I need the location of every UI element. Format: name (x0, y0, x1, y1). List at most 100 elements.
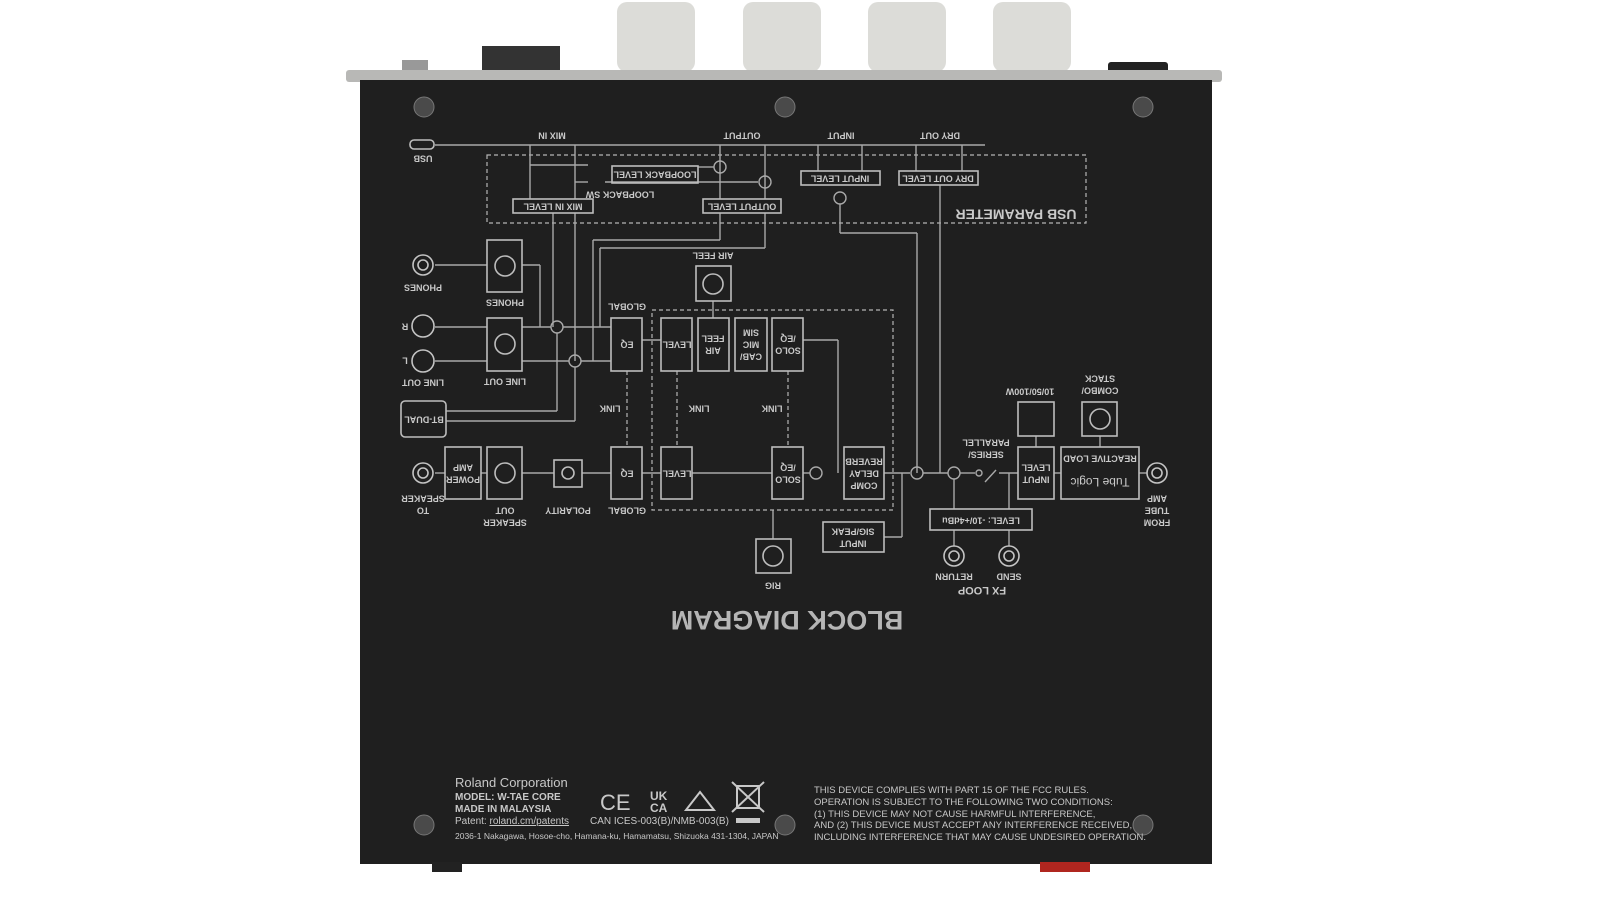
fcc-line: THIS DEVICE COMPLIES WITH PART 15 OF THE… (814, 785, 1089, 796)
label-output-level: OUTPUT LEVEL (707, 202, 776, 212)
label-feel: FEEL (701, 334, 725, 344)
knob-4 (993, 2, 1071, 72)
label-speaker-out-1: SPEAKER (483, 518, 527, 528)
foot-right (1040, 862, 1090, 872)
usb-parameter-group (486, 154, 1087, 224)
label-input: INPUT (827, 131, 855, 141)
label-input-level-b: LEVEL (1021, 463, 1051, 473)
knob-3 (868, 2, 946, 72)
label-parallel: PARALLEL (962, 438, 1010, 448)
label-link-1: LINK (599, 404, 620, 414)
fcc-line: OPERATION IS SUBJECT TO THE FOLLOWING TW… (814, 796, 1113, 808)
label-link-2: LINK (688, 404, 709, 414)
label-loopback-sw: LOOPBACK SW (585, 190, 654, 200)
label-sim: SIM (743, 328, 759, 338)
weee-bin-icon (736, 785, 760, 809)
knobs (402, 2, 1168, 76)
knob-2 (743, 2, 821, 72)
label-eq-bottom: EQ (620, 469, 633, 479)
label-tube: TUBE (1145, 506, 1170, 516)
label-solo-bottom: SOLO (775, 475, 801, 485)
diagram-lines (409, 139, 1147, 546)
screws (413, 96, 1154, 836)
label-speaker-out-2: OUT (495, 506, 515, 516)
can-ices-label: CAN ICES-003(B)/NMB-003(B) (590, 816, 729, 827)
foot-left (432, 862, 462, 872)
label-phones-jack: PHONES (404, 283, 442, 293)
label-dry-out-level: DRY OUT LEVEL (902, 174, 974, 184)
ce-mark: CE (600, 790, 631, 815)
label-loopback-level: LOOPBACK LEVEL (613, 170, 697, 180)
patent-line: Patent: roland.cm/patents (455, 816, 569, 828)
bottom-panel (360, 80, 1212, 864)
jack-icons (411, 254, 1168, 567)
label-line-out: LINE OUT (483, 377, 526, 387)
label-level-bottom: LEVEL (662, 469, 692, 479)
diagram-labels: USB MIX IN OUTPUT INPUT DRY OUT LOOPBACK… (401, 131, 1171, 635)
label-eq-slash-top: /EQ (780, 334, 796, 344)
label-global-bottom: GLOBAL (608, 506, 646, 516)
label-bt-dual: BT-DUAL (404, 415, 444, 425)
label-amp: AMP (453, 463, 473, 473)
label-cab: CAB/ (740, 352, 762, 362)
fcc-line: INCLUDING INTERFERENCE THAT MAY CAUSE UN… (814, 832, 1147, 844)
model-label: MODEL: W-TAE CORE (455, 792, 561, 803)
label-from-amp: AMP (1147, 494, 1167, 504)
label-polarity: POLARITY (545, 506, 591, 516)
label-reactive-load: REACTIVE LOAD (1063, 454, 1137, 464)
fcc-line: AND (2) THIS DEVICE MUST ACCEPT ANY INTE… (814, 820, 1133, 832)
brand-name: Roland Corporation (455, 775, 568, 790)
rcm-icon (683, 790, 717, 811)
label-phones: PHONES (486, 298, 524, 308)
label-input-sig: INPUT (839, 539, 867, 549)
label-usb-parameter: USB PARAMETER (955, 206, 1076, 222)
fcc-notice: THIS DEVICE COMPLIES WITH PART 15 OF THE… (814, 785, 1146, 844)
patent-prefix: Patent: (455, 816, 487, 827)
label-speaker: SPEAKER (401, 494, 445, 504)
label-to: TO (417, 506, 429, 516)
label-eq-top: EQ (620, 340, 633, 350)
fcc-line: (1) THIS DEVICE MAY NOT CAUSE HARMFUL IN… (814, 808, 1096, 820)
diagram-boxes (400, 165, 1140, 574)
label-fx-loop: FX LOOP (958, 584, 1006, 596)
label-line-out-jack: LINE OUT (401, 378, 444, 388)
label-mic: MIC (742, 340, 759, 350)
knob-1 (617, 2, 695, 72)
effects-group (651, 309, 894, 511)
label-wattage: 10/50/100W (1005, 387, 1054, 397)
label-dry-out: DRY OUT (920, 131, 961, 141)
label-return: RETURN (935, 572, 973, 582)
label-from: FROM (1144, 518, 1171, 528)
label-send: SEND (996, 572, 1022, 582)
label-fx-level: LEVEL: -10/+4dBu (942, 516, 1020, 526)
label-input-level-a: INPUT (1022, 475, 1050, 485)
ukca-mark-top: UK (650, 789, 668, 803)
label-rig: RIG (765, 581, 781, 591)
label-air: AIR (705, 346, 721, 356)
label-input-level: INPUT LEVEL (810, 174, 869, 184)
address-label: 2036-1 Nakagawa, Hosoe-cho, Hamana-ku, H… (455, 831, 779, 841)
label-level-top: LEVEL (662, 340, 692, 350)
label-comp: COMP (851, 481, 878, 491)
tube-logic-logo: Tube Logic (1071, 475, 1130, 489)
block-diagram-title: BLOCK DIAGRAM (671, 605, 903, 635)
certification-marks: CE UK CA (600, 781, 765, 823)
label-r: R (401, 322, 408, 332)
label-sig-peak: SIG/PEAK (831, 527, 875, 537)
label-combo: COMBO/ (1081, 386, 1118, 396)
top-rail (346, 70, 1222, 82)
label-reverb: REVERB (845, 457, 883, 467)
label-mix-in-level: MIX IN LEVEL (523, 202, 583, 212)
label-global-top: GLOBAL (608, 302, 646, 312)
label-delay: DELAY (849, 469, 879, 479)
label-link-3: LINK (761, 404, 782, 414)
label-eq-slash-bottom: /EQ (780, 463, 796, 473)
label-l: L (402, 356, 408, 366)
ukca-mark-bottom: CA (650, 801, 668, 815)
label-stack: STACK (1084, 374, 1115, 384)
origin-label: MADE IN MALAYSIA (455, 804, 552, 815)
label-usb: USB (413, 154, 433, 164)
label-output: OUTPUT (723, 131, 761, 141)
label-series: SERIES/ (968, 450, 1004, 460)
